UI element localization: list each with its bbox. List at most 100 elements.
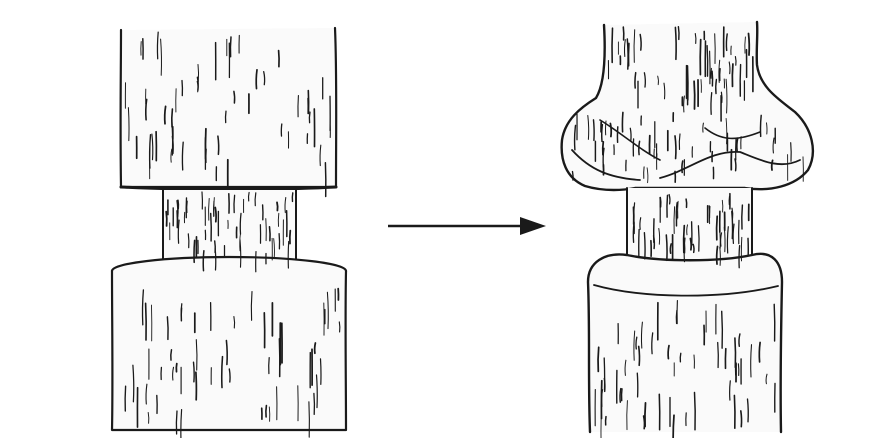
bark-stroke (315, 343, 316, 353)
bark-stroke (732, 64, 733, 86)
bark-stroke (636, 337, 637, 349)
bark-stroke (748, 399, 749, 422)
bark-stroke (194, 240, 195, 262)
bark-stroke (720, 247, 721, 265)
lower-trunk-right (588, 254, 782, 432)
bark-stroke (735, 159, 736, 171)
bark-stroke (270, 227, 271, 241)
bark-stroke (627, 39, 628, 69)
bark-stroke (707, 46, 708, 76)
bark-stroke (732, 212, 733, 239)
bark-stroke (675, 27, 676, 59)
bark-stroke (309, 112, 310, 123)
bark-stroke (721, 92, 722, 102)
bark-stroke (598, 347, 599, 371)
bark-stroke (314, 393, 315, 414)
bark-stroke (772, 160, 773, 170)
bark-stroke (215, 208, 216, 222)
bark-stroke (737, 138, 738, 151)
bark-stroke (694, 81, 695, 109)
bark-stroke (602, 125, 603, 142)
bark-stroke (645, 403, 646, 427)
bark-stroke (673, 415, 674, 438)
bark-stroke (639, 346, 640, 365)
bark-stroke (211, 214, 212, 242)
bark-stroke (670, 244, 671, 253)
bark-stroke (234, 195, 235, 212)
bark-stroke (684, 226, 685, 253)
bark-stroke (690, 239, 691, 250)
bark-stroke (635, 73, 636, 88)
bark-stroke (215, 241, 216, 252)
bark-stroke (230, 37, 231, 57)
bark-stroke (760, 115, 761, 136)
bark-stroke (167, 317, 168, 340)
bark-stroke (573, 172, 574, 181)
bark-stroke (686, 199, 687, 207)
bark-stroke (157, 32, 158, 59)
bark-stroke (226, 341, 227, 365)
bark-stroke (666, 235, 667, 260)
bark-stroke (693, 244, 694, 252)
bark-stroke (339, 322, 340, 332)
bark-stroke (698, 226, 699, 251)
bark-stroke (165, 106, 166, 123)
bark-stroke (717, 247, 718, 265)
bark-stroke (610, 124, 611, 137)
lower-trunk (112, 271, 346, 430)
bark-stroke (654, 236, 655, 249)
bark-stroke (717, 216, 718, 240)
bark-stroke (234, 91, 235, 103)
bark-stroke (166, 212, 167, 226)
bark-stroke (171, 350, 172, 360)
bark-stroke (604, 379, 605, 392)
bark-stroke (639, 141, 640, 154)
bark-stroke (251, 292, 252, 321)
bark-stroke (594, 120, 595, 140)
bark-stroke (774, 304, 775, 341)
bark-stroke (240, 213, 241, 234)
bark-stroke (749, 34, 750, 56)
bark-stroke (229, 369, 230, 382)
bark-stroke (726, 34, 727, 50)
bark-stroke (678, 27, 679, 40)
bark-stroke (730, 381, 731, 400)
bark-stroke (675, 136, 676, 159)
bark-stroke (176, 411, 177, 434)
bark-stroke (266, 406, 267, 417)
bark-stroke (668, 346, 669, 359)
bark-stroke (716, 80, 717, 94)
bark-stroke (197, 77, 198, 90)
bark-stroke (218, 136, 219, 154)
bark-stroke (277, 202, 278, 210)
bark-stroke (630, 128, 631, 141)
bark-stroke (255, 193, 256, 206)
bark-stroke (620, 389, 621, 403)
bark-stroke (695, 393, 696, 430)
bark-stroke (644, 233, 645, 259)
bark-stroke (739, 246, 740, 268)
bark-stroke (188, 234, 189, 248)
bark-stroke (256, 70, 257, 89)
bark-stroke (741, 411, 742, 427)
bark-stroke (722, 200, 723, 212)
bark-stroke (742, 205, 743, 229)
bark-stroke (759, 343, 760, 362)
bark-stroke (182, 142, 183, 170)
bark-stroke (196, 340, 197, 370)
bark-stroke (703, 123, 704, 132)
bark-stroke (718, 343, 719, 368)
bark-stroke (676, 311, 677, 324)
bark-stroke (711, 93, 712, 115)
bark-stroke (146, 303, 147, 340)
bark-stroke (222, 357, 223, 388)
bark-stroke (722, 311, 723, 348)
bark-stroke (679, 134, 680, 150)
bark-stroke (128, 108, 129, 141)
bark-stroke (203, 251, 204, 271)
bark-stroke (734, 395, 735, 428)
bark-stroke (248, 193, 249, 201)
bark-stroke (682, 161, 683, 173)
